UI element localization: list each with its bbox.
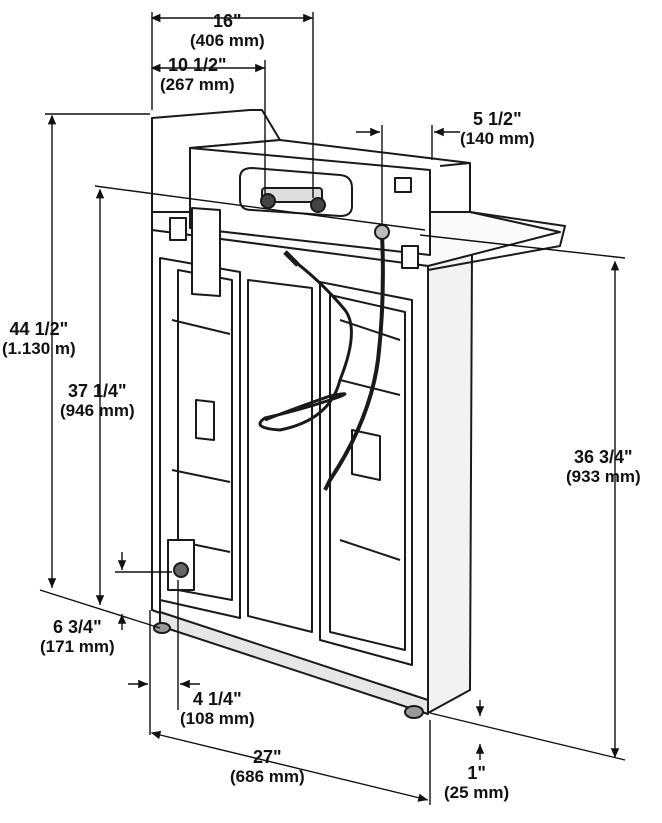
dim-depth-inches: 27": [253, 747, 282, 767]
dim-depth-mm: (686 mm): [230, 767, 305, 786]
dim-console-height-label: 37 1/4" (946 mm): [60, 381, 135, 421]
dim-cabinet-height-label: 36 3/4" (933 mm): [566, 447, 641, 487]
dim-total-height-label: 44 1/2" (1.130 m): [2, 319, 76, 359]
dim-total-height-mm: (1.130 m): [2, 339, 76, 358]
dim-hose-offset-mm: (267 mm): [160, 75, 235, 94]
dim-drain-offset-mm: (108 mm): [180, 709, 255, 728]
dim-depth-label: 27" (686 mm): [230, 747, 305, 787]
dim-drain-height-label: 6 3/4" (171 mm): [40, 617, 115, 657]
dim-hose-offset-label: 10 1/2" (267 mm): [160, 55, 235, 95]
dim-drain-height-inches: 6 3/4": [53, 617, 102, 637]
dim-console-height-inches: 37 1/4": [68, 381, 127, 401]
dim-drain-offset-inches: 4 1/4": [193, 689, 242, 709]
dim-total-height-inches: 44 1/2": [9, 319, 69, 339]
dim-cabinet-height-inches: 36 3/4": [574, 447, 633, 467]
dim-foot-height-inches: 1": [467, 763, 486, 783]
dim-foot-height-mm: (25 mm): [444, 783, 510, 802]
dim-cabinet-height-mm: (933 mm): [566, 467, 641, 486]
dim-width-top-inches: 16": [213, 11, 242, 31]
dim-drain-height-mm: (171 mm): [40, 637, 115, 656]
dim-cord-offset-inches: 5 1/2": [473, 109, 522, 129]
dim-width-top-mm: (406 mm): [190, 31, 265, 50]
dim-console-height-mm: (946 mm): [60, 401, 135, 420]
dim-cord-offset-label: 5 1/2" (140 mm): [460, 109, 535, 149]
dim-hose-offset-inches: 10 1/2": [168, 55, 227, 75]
dim-drain-offset-label: 4 1/4" (108 mm): [180, 689, 255, 729]
dim-cord-offset-mm: (140 mm): [460, 129, 535, 148]
dim-foot-height-label: 1" (25 mm): [444, 763, 510, 803]
dim-width-top-label: 16" (406 mm): [190, 11, 265, 51]
dimension-lines: [39, 12, 626, 805]
